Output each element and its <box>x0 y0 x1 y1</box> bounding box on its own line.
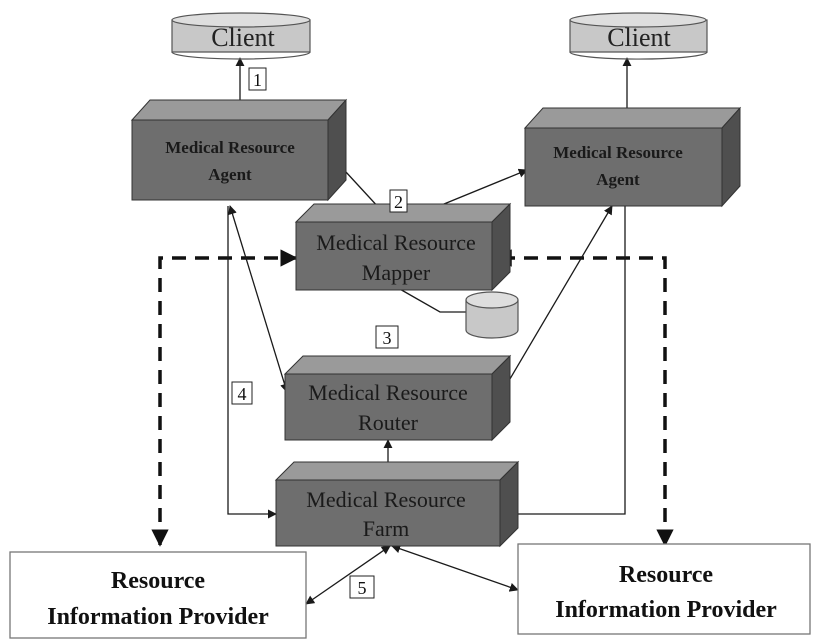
mapper-label-line2: Mapper <box>362 260 431 285</box>
mapper-box: Medical Resource Mapper <box>294 202 512 292</box>
step-number: 5 <box>358 578 367 598</box>
step-number: 4 <box>238 384 247 404</box>
agent-label-line1: Medical Resource <box>553 143 683 162</box>
step-number: 2 <box>394 192 403 212</box>
client-left: Client <box>171 12 311 60</box>
step-marker-5: 5 <box>349 575 375 599</box>
step-number: 3 <box>383 328 392 348</box>
agent-label-line2: Agent <box>208 165 252 184</box>
link-agent-left-farm <box>227 206 277 519</box>
provider-label-line2: Information Provider <box>47 604 269 630</box>
client-right: Client <box>569 12 708 60</box>
step-marker-3: 3 <box>375 325 399 349</box>
provider-label-line1: Resource <box>111 568 206 594</box>
link-agent-right-router <box>493 205 613 407</box>
step-number: 1 <box>253 70 262 90</box>
agent-label-line1: Medical Resource <box>165 138 295 157</box>
client-label: Client <box>607 23 671 52</box>
thin-links <box>227 57 632 605</box>
step-marker-2: 2 <box>389 189 408 213</box>
agent-label-line2: Agent <box>596 170 640 189</box>
link-mapper-database <box>397 287 466 313</box>
database-icon <box>465 291 519 339</box>
mapper-label-line1: Medical Resource <box>316 230 475 255</box>
router-label-line2: Router <box>358 410 419 435</box>
farm-box: Medical Resource Farm <box>274 460 520 548</box>
provider-box-right: Resource Information Provider <box>517 543 811 635</box>
agent-box-right: Medical Resource Agent <box>523 106 742 208</box>
client-label: Client <box>211 23 275 52</box>
link-farm-provider-left <box>305 545 391 605</box>
router-label-line1: Medical Resource <box>308 380 467 405</box>
farm-label-line2: Farm <box>363 516 409 541</box>
provider-label-line2: Information Provider <box>555 597 777 623</box>
provider-label-line1: Resource <box>619 562 714 588</box>
step-marker-4: 4 <box>231 381 253 405</box>
step-marker-1: 1 <box>248 67 267 91</box>
provider-box-left: Resource Information Provider <box>9 551 307 639</box>
link-agent-left-router <box>228 205 289 393</box>
dashed-link-right <box>494 249 674 547</box>
farm-label-line1: Medical Resource <box>306 487 465 512</box>
link-farm-provider-right <box>391 544 519 592</box>
link-agent-right-farm <box>501 206 626 519</box>
router-box: Medical Resource Router <box>283 354 512 442</box>
agent-box-left: Medical Resource Agent <box>130 98 348 202</box>
